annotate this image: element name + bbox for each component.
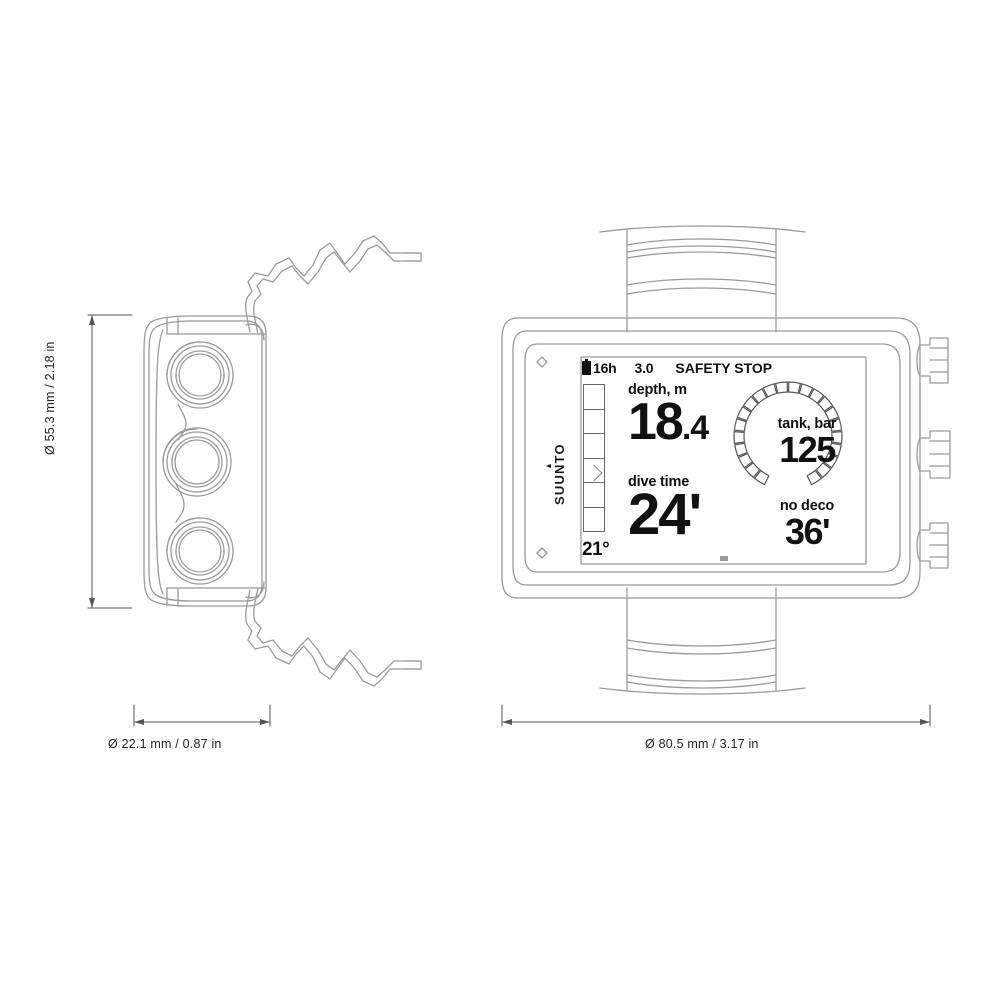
tank-gauge-segment xyxy=(817,395,834,412)
tank-gauge-segment xyxy=(806,469,823,486)
side-button-3 xyxy=(166,517,234,585)
brand-arrow-icon xyxy=(546,464,551,469)
tank-gauge-segment xyxy=(734,442,748,457)
side-button-1 xyxy=(166,341,234,409)
front-case-outer xyxy=(501,317,921,599)
front-strap-bottom xyxy=(599,587,806,695)
dive-mode-text: SAFETY STOP xyxy=(675,360,773,376)
front-button-bottom xyxy=(916,522,949,569)
tank-gauge-segment xyxy=(830,430,843,445)
display-status-bar: 16h 3.0 SAFETY STOP xyxy=(582,358,865,378)
dimension-height-label: Ø 55.3 mm / 2.18 in xyxy=(43,341,57,455)
tank-gauge-segment xyxy=(815,462,832,479)
dimension-depth xyxy=(133,704,271,727)
dive-time-value: 24' xyxy=(628,482,702,547)
side-profile-view xyxy=(143,235,422,687)
bezel-screws xyxy=(536,356,548,559)
ascent-rate-bar xyxy=(583,384,605,532)
depth-field: depth, m 18.4 xyxy=(628,382,709,448)
brand-text: SUUNTO xyxy=(552,443,567,505)
depth-bar-marker-arrow-icon xyxy=(584,459,604,483)
tank-gauge-segment xyxy=(733,417,748,432)
tank-gauge-segment xyxy=(774,381,788,394)
tank-gauge-segment xyxy=(736,405,752,422)
front-case-ring-2 xyxy=(512,330,911,586)
depth-bar-segment xyxy=(584,508,604,532)
lcd-frame xyxy=(580,356,867,565)
battery-hours-text: 16h xyxy=(593,360,617,376)
gas-value-text: 3.0 xyxy=(634,360,654,376)
depth-value-fraction: .4 xyxy=(681,409,709,447)
front-button-top xyxy=(916,337,949,384)
tank-gauge-segment xyxy=(751,387,768,404)
temperature-text: 21° xyxy=(582,539,610,560)
tank-gauge-segment xyxy=(742,395,759,412)
tank-pressure-gauge xyxy=(733,381,843,486)
front-button-middle xyxy=(916,430,951,479)
depth-value-whole: 18 xyxy=(628,393,684,451)
tank-gauge-segment xyxy=(753,469,770,486)
tank-gauge-segment xyxy=(737,452,754,469)
tank-gauge-segment xyxy=(762,383,778,398)
side-case-inner xyxy=(148,320,263,602)
tank-gauge-segment xyxy=(828,417,843,432)
no-deco-value: 36' xyxy=(784,511,831,552)
tank-gauge-segment xyxy=(824,405,840,422)
front-face-view xyxy=(501,225,951,695)
dimension-width-label: Ø 80.5 mm / 3.17 in xyxy=(645,737,759,751)
depth-bar-segment xyxy=(584,483,604,508)
front-case-bezel xyxy=(524,343,901,573)
tank-gauge-segment xyxy=(733,430,746,445)
front-strap-top xyxy=(599,225,806,333)
depth-bar-segment xyxy=(584,385,604,410)
brand-logo: SUUNTO xyxy=(546,443,567,505)
dimension-depth-label: Ø 22.1 mm / 0.87 in xyxy=(108,737,222,751)
dive-time-label: dive time xyxy=(628,474,690,490)
side-button-2 xyxy=(162,427,232,497)
tank-gauge-segment xyxy=(808,387,825,404)
depth-value: 18.4 xyxy=(628,396,709,448)
tank-field: tank, bar 125 xyxy=(757,416,857,468)
dimension-width xyxy=(501,704,931,727)
no-deco-label: no deco xyxy=(779,498,835,514)
side-case-outer xyxy=(143,315,267,607)
depth-bar-segment xyxy=(584,434,604,459)
tank-gauge-segment xyxy=(788,381,802,394)
strap-lower xyxy=(245,587,422,687)
tank-gauge-segment xyxy=(822,452,839,469)
tank-gauge-segment xyxy=(828,442,842,457)
depth-label: depth, m xyxy=(628,382,687,398)
display-bottom-marker-icon xyxy=(719,556,728,561)
depth-bar-segment xyxy=(584,410,604,434)
tank-value: 125 xyxy=(779,429,836,470)
tank-gauge-segment xyxy=(744,462,761,479)
tank-gauge-segment xyxy=(798,383,814,398)
dive-computer-display: 16h 3.0 SAFETY STOP 21° depth, m 18.4 di… xyxy=(582,358,865,563)
battery-icon xyxy=(582,358,591,375)
tank-label: tank, bar xyxy=(777,416,837,432)
strap-upper xyxy=(245,235,422,335)
no-deco-field: no deco 36' xyxy=(752,498,862,550)
dimension-height xyxy=(87,314,133,609)
dive-time-field: dive time 24' xyxy=(628,474,702,547)
